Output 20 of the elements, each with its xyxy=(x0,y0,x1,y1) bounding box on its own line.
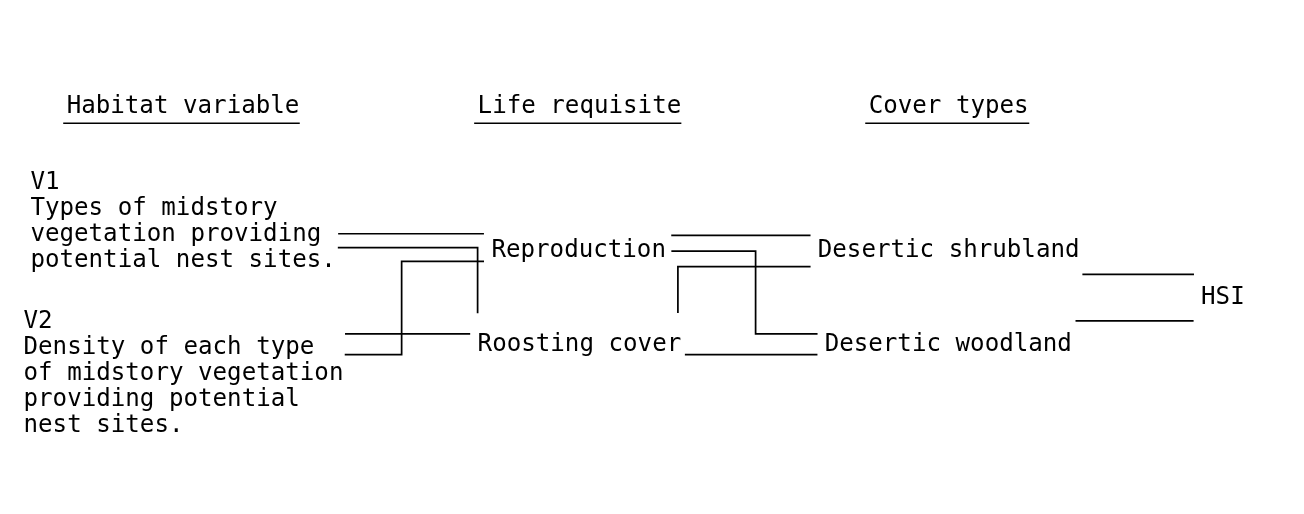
connector xyxy=(343,260,485,355)
connector xyxy=(1074,319,1195,322)
label: Habitat variable xyxy=(66,90,300,119)
node-text: Reproduction xyxy=(491,234,666,263)
connector xyxy=(670,234,812,236)
node-text: Desertic shrubland xyxy=(817,234,1080,263)
node-text: Roosting cover xyxy=(477,328,682,357)
node-text: V1 Types of midstory vegetation providing potential nest sites. xyxy=(30,166,336,273)
connector xyxy=(677,265,812,314)
label: Life requisite xyxy=(477,90,682,119)
node-text: Desertic woodland xyxy=(824,328,1072,357)
connector xyxy=(670,249,819,335)
connector xyxy=(684,353,819,355)
node-text: V2 Density of each type of midstory vegetation providing potential nest sites. xyxy=(23,305,344,438)
node-text: HSI xyxy=(1201,281,1245,310)
connector xyxy=(336,246,479,314)
label: Cover types xyxy=(868,90,1029,119)
connector xyxy=(337,232,485,235)
connector xyxy=(1081,272,1195,275)
connector xyxy=(344,332,472,335)
